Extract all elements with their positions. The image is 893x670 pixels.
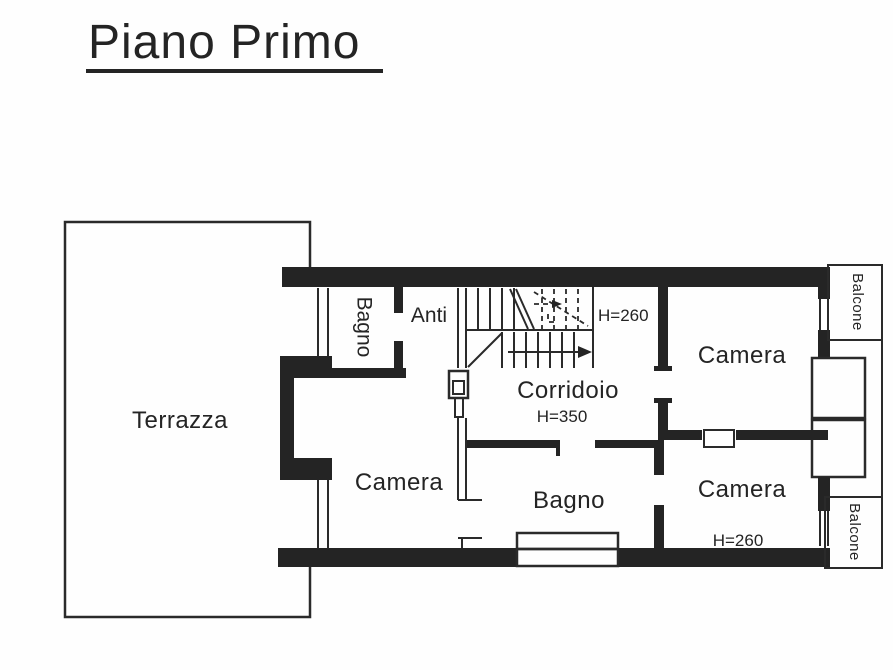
corridor-camera-wall-lower [658,403,668,440]
right-bay-bottom [810,418,867,479]
right-wall-seg3 [818,477,830,511]
camera-bottom-right-height-label: H=260 [713,531,764,550]
balcone-top-border [827,264,883,341]
balcone-bottom-label: Balcone [846,503,863,561]
outer-walls [278,267,867,568]
stair-break-line2 [515,288,535,330]
bagno-anti-wall-upper [394,287,403,313]
left-alcove-bottom [280,458,332,480]
bagno-window-sill [515,531,620,551]
camera-bottom-right-label: Camera [698,476,787,503]
stair-dashed-hook [547,314,557,323]
terrazza-border [63,220,312,619]
bagno-bottom-label: Bagno [533,487,605,514]
corridor-camera-wall-upper [658,287,668,371]
wall-top [282,267,830,287]
corridoio-label: Corridoio [517,377,619,404]
staircase [466,287,594,368]
right-bay-top [810,356,867,420]
bagno-camera-right-wall-lower [654,505,664,548]
stair-break-line1 [509,288,529,330]
balcone-top-label: Balcone [849,273,866,331]
wall-left [280,288,332,549]
cameras-divider-stub [703,429,735,448]
wall-bottom-right [618,548,830,567]
camera-door-jamb-top [654,366,672,371]
bagno-top-label: Bagno [352,297,375,358]
bagno-bottom-top-wall-left [466,440,560,448]
camera-bottom-left-label: Camera [355,469,444,496]
cameras-divider-right [736,430,828,440]
bagno-camera-right-wall-upper [654,440,664,475]
balcone-bottom-right: Balcone [824,496,883,569]
stair-landing-height-label: H=260 [598,306,649,325]
cameras-divider-left [668,430,702,440]
stair-dashed-diagonal [533,291,589,327]
stair-newel-stem [454,397,464,418]
stair-newel-inner [452,380,465,395]
corridoio-height-label: H=350 [537,407,588,426]
camera-door-jamb-bottom [654,398,672,403]
bagno-top-bottom-wall [330,368,406,378]
terrazza-label: Terrazza [132,407,228,434]
left-alcove-side [280,356,294,480]
bagno-bottom-top-wall-right [595,440,658,448]
bagno-window [515,547,620,568]
stair-arrow-lower-head [578,346,592,358]
stair-arrow-upper-head [552,300,562,308]
bagno-anti-wall-lower [394,341,403,378]
page-title: Piano Primo [88,16,360,69]
balcone-bottom-border [824,496,883,569]
bagno-bottom-door-stub [556,440,560,456]
balcone-top-right: Balcone [827,264,883,341]
terrazza-outline [63,220,312,619]
wall-bottom-left [278,548,517,567]
stair-winder-diagonal [467,332,503,368]
camera-top-right-label: Camera [698,342,787,369]
interior-walls [330,287,828,548]
anti-label: Anti [411,304,447,327]
